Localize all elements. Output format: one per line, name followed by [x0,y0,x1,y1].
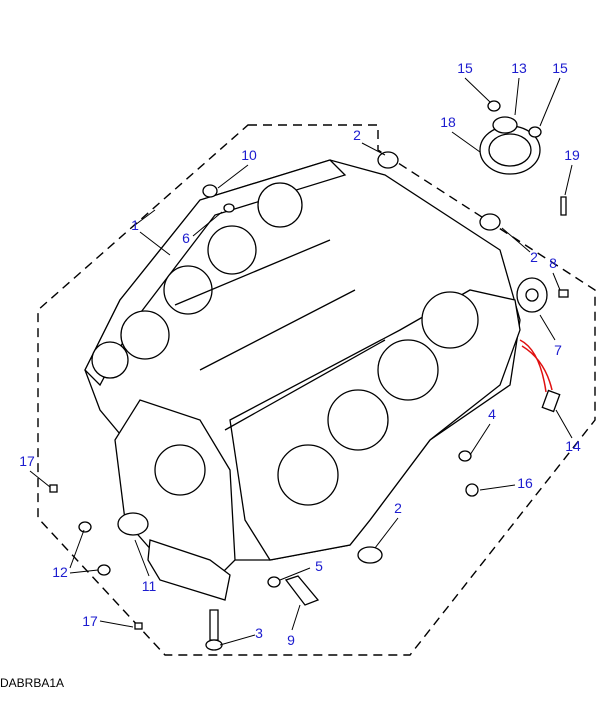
callout-7[interactable]: 7 [554,342,562,358]
assembly-boundary-dashed [37,124,596,656]
callout-2[interactable]: 2 [353,127,361,143]
callout-15[interactable]: 15 [552,60,568,76]
callout-14[interactable]: 14 [565,438,581,454]
callout-9[interactable]: 9 [287,632,295,648]
callout-2[interactable]: 2 [394,500,402,516]
callout-16[interactable]: 16 [517,475,533,491]
callout-17[interactable]: 17 [82,613,98,629]
leader-lines [29,77,573,646]
callout-2[interactable]: 2 [530,249,538,265]
callout-12[interactable]: 12 [52,564,68,580]
engine-block [49,100,569,651]
callout-5[interactable]: 5 [315,558,323,574]
callout-13[interactable]: 13 [511,60,527,76]
callout-19[interactable]: 19 [564,147,580,163]
callout-3[interactable]: 3 [255,625,263,641]
callout-6[interactable]: 6 [182,230,190,246]
callout-10[interactable]: 10 [241,147,257,163]
diagram-reference-code: DABRBA1A [0,676,65,690]
callout-1[interactable]: 1 [131,217,139,233]
harness-wires [519,339,553,393]
callout-18[interactable]: 18 [440,114,456,130]
callout-15[interactable]: 15 [457,60,473,76]
callout-11[interactable]: 11 [141,578,157,594]
callout-8[interactable]: 8 [549,255,557,271]
callout-4[interactable]: 4 [488,406,496,422]
callout-17[interactable]: 17 [19,453,35,469]
